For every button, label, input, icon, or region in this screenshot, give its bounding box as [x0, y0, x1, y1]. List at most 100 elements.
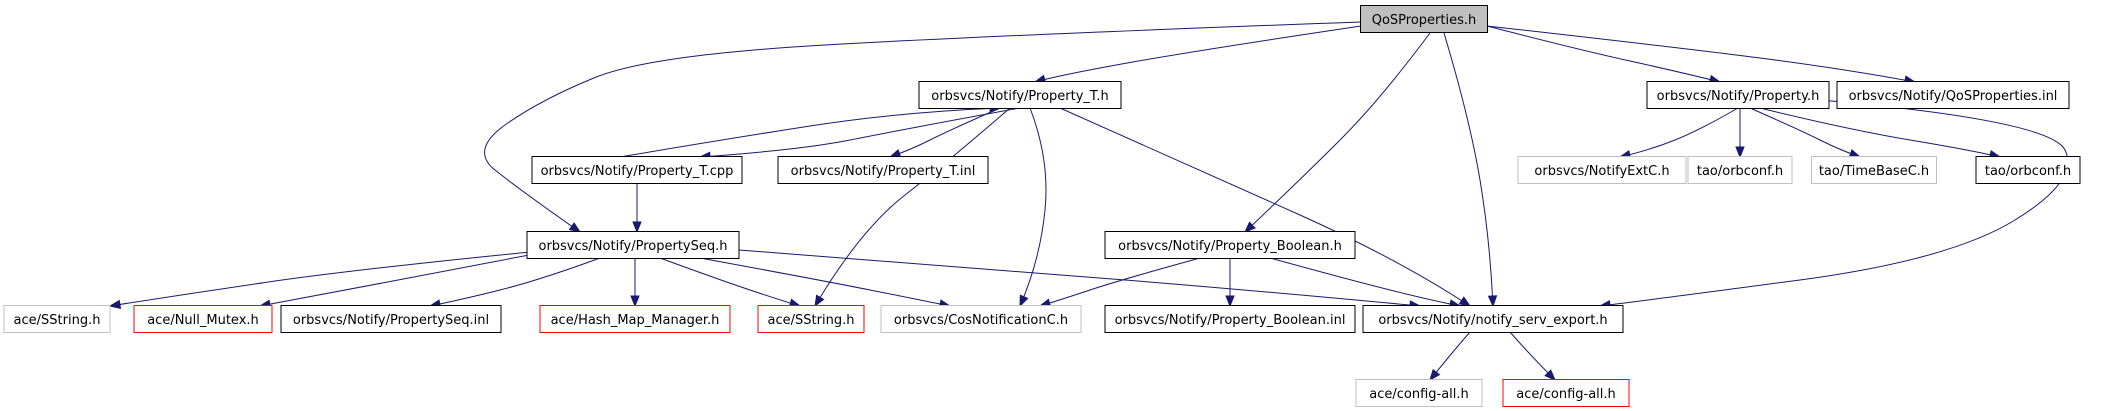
node-label: orbsvcs/Notify/PropertySeq.inl: [293, 313, 489, 328]
node-box[interactable]: [1975, 156, 2081, 184]
node-box[interactable]: [280, 305, 502, 333]
node-tao-timebasec-h[interactable]: tao/TimeBaseC.h: [1811, 156, 1937, 184]
node-tao-orbconf-h[interactable]: tao/orbconf.h: [1975, 156, 2081, 184]
node-label: orbsvcs/Notify/Property.h: [1657, 89, 1820, 104]
node-label: orbsvcs/Notify/PropertySeq.h: [538, 239, 727, 254]
edge-property-t-h-to-ace-sstring-h: [814, 107, 1011, 308]
node-property-h[interactable]: orbsvcs/Notify/Property.h: [1646, 81, 1830, 109]
edge-propertyseq-h-to-ace-sstring-h-gray: [108, 251, 531, 310]
edge-property-h-to-notify-serv-export-h: [1598, 99, 2069, 310]
edge-propertyseq-h-to-ace-null-mutex-h: [258, 251, 546, 309]
edge-qosproperties-h-to-qosproperties-inl: [1486, 25, 1917, 85]
node-box[interactable]: [1517, 156, 1687, 184]
node-box[interactable]: [1646, 81, 1830, 109]
node-label: orbsvcs/Notify/Property_Boolean.h: [1118, 239, 1342, 254]
arrowhead-icon: [1735, 146, 1745, 159]
arrowhead-icon: [1019, 294, 1029, 308]
node-box[interactable]: [1836, 81, 2070, 109]
edge-qosproperties-h-to-property-boolean-h: [1244, 32, 1431, 233]
node-box[interactable]: [918, 81, 1122, 109]
node-qosproperties-inl[interactable]: orbsvcs/Notify/QoSProperties.inl: [1836, 81, 2070, 109]
node-label: tao/orbconf.h: [1697, 164, 1783, 179]
edge-line: [259, 251, 546, 307]
node-box[interactable]: [777, 156, 989, 184]
node-property-t-h[interactable]: orbsvcs/Notify/Property_T.h: [918, 81, 1122, 109]
edge-property-t-h-to-property-t-inl: [888, 107, 1001, 159]
edge-line: [699, 257, 951, 307]
node-box[interactable]: [1687, 156, 1793, 184]
node-property-t-cpp[interactable]: orbsvcs/Notify/Property_T.cpp: [531, 156, 743, 184]
node-label: orbsvcs/Notify/Property_Boolean.inl: [1115, 313, 1346, 328]
node-property-boolean-h[interactable]: orbsvcs/Notify/Property_Boolean.h: [1104, 231, 1356, 259]
node-box[interactable]: [1811, 156, 1937, 184]
node-box[interactable]: [1104, 231, 1356, 259]
edge-line: [109, 251, 531, 307]
node-box[interactable]: [757, 305, 865, 333]
node-box[interactable]: [531, 156, 743, 184]
node-label: ace/config-all.h: [1369, 387, 1469, 402]
node-label: orbsvcs/Notify/Property_T.cpp: [541, 164, 734, 179]
edge-qosproperties-h-to-propertyseq-h: [484, 21, 1362, 233]
arrowhead-icon: [630, 295, 640, 308]
edge-property-h-to-notifyextc-h: [1618, 107, 1739, 160]
edge-line: [1749, 107, 1861, 158]
edge-property-t-cpp-to-property-t-h: [619, 103, 1002, 158]
edge-line: [699, 107, 1021, 158]
node-label: ace/Hash_Map_Manager.h: [551, 313, 720, 328]
node-property-t-inl[interactable]: orbsvcs/Notify/Property_T.inl: [777, 156, 989, 184]
node-label: QoSProperties.h: [1372, 13, 1477, 28]
node-box[interactable]: [3, 305, 111, 333]
edge-qosproperties-h-to-notify-serv-export-h: [1443, 32, 1498, 308]
node-box[interactable]: [880, 305, 1082, 333]
edge-qosproperties-h-to-property-h: [1486, 25, 1722, 85]
node-ace-config-all-h[interactable]: ace/config-all.h: [1502, 379, 1630, 407]
node-ace-hash-map-manager-h[interactable]: ace/Hash_Map_Manager.h: [539, 305, 731, 333]
node-tao-orbconf-h-gray[interactable]: tao/orbconf.h: [1687, 156, 1793, 184]
edge-property-h-to-tao-timebasec-h: [1749, 107, 1862, 159]
node-box[interactable]: [1502, 379, 1630, 407]
edge-property-boolean-h-to-cosnotificationc-h: [1038, 257, 1201, 308]
edge-line: [1019, 107, 1047, 307]
edge-line: [1486, 25, 1721, 83]
node-ace-null-mutex-h[interactable]: ace/Null_Mutex.h: [133, 305, 273, 333]
node-cosnotificationc-h[interactable]: orbsvcs/CosNotificationC.h: [880, 305, 1082, 333]
node-ace-sstring-h-gray[interactable]: ace/SString.h: [3, 305, 111, 333]
node-property-boolean-inl[interactable]: orbsvcs/Notify/Property_Boolean.inl: [1104, 305, 1356, 333]
edge-line: [1244, 32, 1431, 233]
edge-line: [1443, 32, 1494, 307]
arrowhead-icon: [1244, 221, 1256, 233]
node-label: ace/Null_Mutex.h: [147, 313, 259, 328]
edge-line: [429, 257, 601, 307]
node-box[interactable]: [133, 305, 273, 333]
arrowhead-icon: [632, 221, 642, 234]
edge-line: [619, 107, 1001, 158]
node-box[interactable]: [526, 231, 740, 259]
node-propertyseq-h[interactable]: orbsvcs/Notify/PropertySeq.h: [526, 231, 740, 259]
node-label: orbsvcs/Notify/Property_T.h: [931, 89, 1108, 104]
arrowhead-icon: [108, 299, 122, 310]
edge-notify-serv-export-h-to-ace-config-all-h: [1509, 331, 1556, 381]
node-ace-config-all-h-gray[interactable]: ace/config-all.h: [1355, 379, 1483, 407]
node-label: tao/orbconf.h: [1985, 164, 2071, 179]
node-ace-sstring-h[interactable]: ace/SString.h: [757, 305, 865, 333]
arrowhead-icon: [1544, 369, 1556, 381]
node-box[interactable]: [539, 305, 731, 333]
node-label: orbsvcs/Notify/notify_serv_export.h: [1378, 313, 1607, 328]
edge-line: [484, 21, 1362, 233]
edge-line: [659, 257, 801, 307]
node-box[interactable]: [1360, 5, 1488, 33]
node-label: orbsvcs/Notify/QoSProperties.inl: [1849, 89, 2058, 104]
arrowhead-icon: [1225, 295, 1235, 308]
node-notify-serv-export-h[interactable]: orbsvcs/Notify/notify_serv_export.h: [1362, 305, 1624, 333]
node-box[interactable]: [1362, 305, 1624, 333]
edge-propertyseq-h-to-propertyseq-inl: [428, 257, 601, 309]
node-label: orbsvcs/NotifyExtC.h: [1534, 164, 1669, 179]
node-box[interactable]: [1104, 305, 1356, 333]
node-propertyseq-inl[interactable]: orbsvcs/Notify/PropertySeq.inl: [280, 305, 502, 333]
node-qosproperties-h[interactable]: QoSProperties.h: [1360, 5, 1488, 33]
node-notifyextc-h[interactable]: orbsvcs/NotifyExtC.h: [1517, 156, 1687, 184]
node-box[interactable]: [1355, 379, 1483, 407]
edge-property-t-h-to-notify-serv-export-h: [1059, 107, 1472, 307]
